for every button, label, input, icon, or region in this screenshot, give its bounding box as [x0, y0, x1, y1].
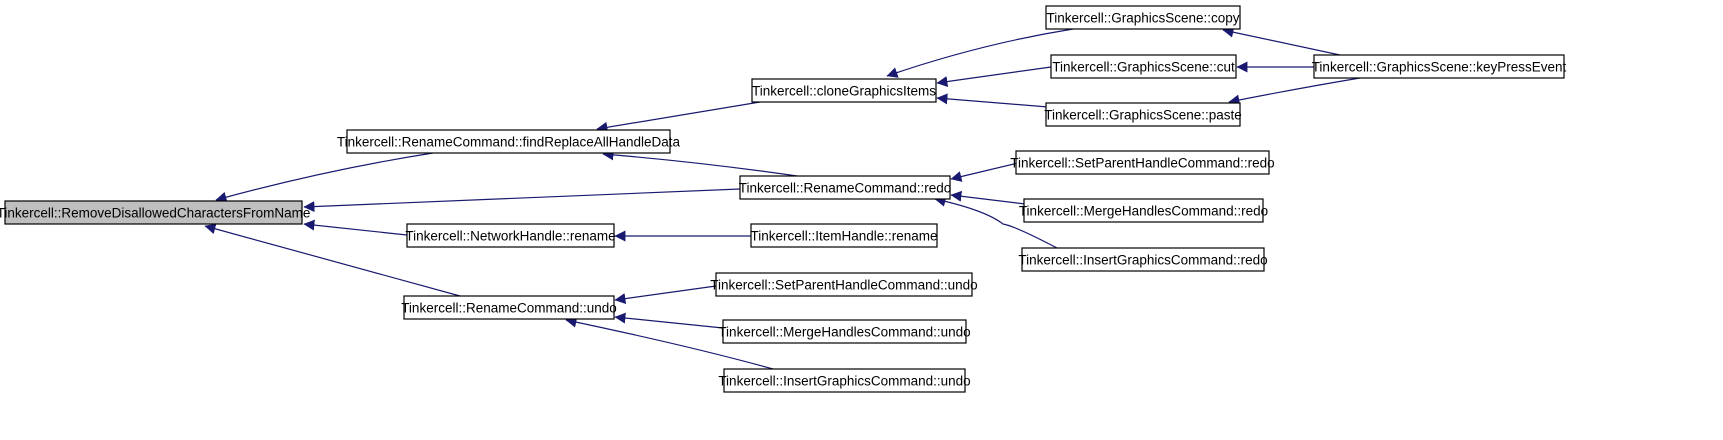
- node-label: Tinkercell::InsertGraphicsCommand::redo: [1018, 253, 1267, 268]
- function-node[interactable]: Tinkercell::SetParentHandleCommand::redo: [1010, 150, 1275, 175]
- node-label: Tinkercell::GraphicsScene::cut: [1052, 60, 1235, 75]
- node-box[interactable]: [751, 78, 937, 103]
- function-node[interactable]: Tinkercell::NetworkHandle::rename: [405, 223, 616, 248]
- function-node[interactable]: Tinkercell::InsertGraphicsCommand::redo: [1018, 247, 1268, 272]
- edge-n6-to-n5: [886, 28, 1074, 78]
- edge-n12-to-n2: [934, 195, 1058, 249]
- node-label: Tinkercell::SetParentHandleCommand::undo: [710, 278, 977, 293]
- node-label: Tinkercell::MergeHandlesCommand::undo: [718, 325, 970, 340]
- edge-n10-to-n2: [950, 162, 1019, 182]
- node-box[interactable]: [1313, 54, 1565, 79]
- node-label: Tinkercell::RenameCommand::undo: [401, 301, 617, 316]
- edge-n16-to-n4: [565, 316, 774, 370]
- edge-n15-to-n4: [614, 312, 724, 329]
- function-node[interactable]: Tinkercell::SetParentHandleCommand::undo: [710, 272, 978, 297]
- edge-n1-to-n0: [215, 152, 434, 203]
- node-label: Tinkercell::GraphicsScene::copy: [1046, 11, 1239, 26]
- node-box[interactable]: [1045, 5, 1241, 30]
- edge-n3-to-n0: [303, 219, 408, 236]
- node-box[interactable]: [739, 175, 951, 200]
- node-label: Tinkercell::RemoveDisallowedCharactersFr…: [0, 206, 310, 221]
- function-node[interactable]: Tinkercell::ItemHandle::rename: [750, 223, 938, 248]
- edge-n9-to-n6: [1222, 26, 1341, 56]
- function-node[interactable]: Tinkercell::RenameCommand::redo: [739, 175, 952, 200]
- edge-n7-to-n5: [936, 66, 1052, 87]
- root-function-node[interactable]: Tinkercell::RemoveDisallowedCharactersFr…: [0, 200, 310, 225]
- node-box[interactable]: [722, 319, 967, 344]
- node-box[interactable]: [403, 295, 615, 320]
- function-node[interactable]: Tinkercell::GraphicsScene::copy: [1045, 5, 1241, 30]
- function-node[interactable]: Tinkercell::GraphicsScene::keyPressEvent: [1312, 54, 1567, 79]
- nodes-layer: Tinkercell::RemoveDisallowedCharactersFr…: [0, 5, 1567, 393]
- node-box[interactable]: [346, 129, 671, 154]
- node-box[interactable]: [1023, 198, 1264, 223]
- edge-n11-to-n2: [950, 190, 1026, 205]
- function-node[interactable]: Tinkercell::GraphicsScene::cut: [1050, 54, 1237, 79]
- node-label: Tinkercell::NetworkHandle::rename: [405, 229, 615, 244]
- function-node[interactable]: Tinkercell::RenameCommand::findReplaceAl…: [337, 129, 681, 154]
- edge-n14-to-n4: [614, 285, 717, 305]
- node-box[interactable]: [406, 223, 615, 248]
- node-label: Tinkercell::SetParentHandleCommand::redo: [1010, 156, 1274, 171]
- node-box[interactable]: [1021, 247, 1265, 272]
- function-node[interactable]: Tinkercell::GraphicsScene::paste: [1044, 102, 1242, 127]
- function-node[interactable]: Tinkercell::cloneGraphicsItems: [751, 78, 937, 103]
- node-label: Tinkercell::MergeHandlesCommand::redo: [1019, 204, 1268, 219]
- edge-n5-to-n1: [596, 101, 761, 133]
- node-box[interactable]: [1050, 54, 1237, 79]
- node-label: Tinkercell::GraphicsScene::paste: [1044, 108, 1242, 123]
- node-label: Tinkercell::RenameCommand::findReplaceAl…: [337, 135, 681, 150]
- node-label: Tinkercell::InsertGraphicsCommand::undo: [718, 374, 970, 389]
- node-label: Tinkercell::ItemHandle::rename: [750, 229, 937, 244]
- node-box[interactable]: [1045, 102, 1241, 127]
- edge-n2-to-n1: [602, 149, 798, 177]
- function-node[interactable]: Tinkercell::InsertGraphicsCommand::undo: [718, 368, 971, 393]
- edge-n8-to-n5: [936, 93, 1049, 108]
- node-label: Tinkercell::GraphicsScene::keyPressEvent: [1312, 60, 1567, 75]
- node-box[interactable]: [715, 272, 973, 297]
- node-box[interactable]: [4, 200, 303, 225]
- node-box[interactable]: [723, 368, 966, 393]
- edge-n9-to-n8: [1228, 77, 1361, 106]
- function-node[interactable]: Tinkercell::MergeHandlesCommand::undo: [718, 319, 971, 344]
- node-label: Tinkercell::RenameCommand::redo: [739, 181, 952, 196]
- edges-layer: [204, 26, 1361, 370]
- node-box[interactable]: [1015, 150, 1270, 175]
- function-node[interactable]: Tinkercell::MergeHandlesCommand::redo: [1019, 198, 1268, 223]
- node-label: Tinkercell::cloneGraphicsItems: [752, 84, 936, 99]
- edge-n2-to-n0: [303, 188, 741, 213]
- edge-n4-to-n0: [204, 223, 461, 297]
- node-box[interactable]: [750, 223, 938, 248]
- function-node[interactable]: Tinkercell::RenameCommand::undo: [401, 295, 617, 320]
